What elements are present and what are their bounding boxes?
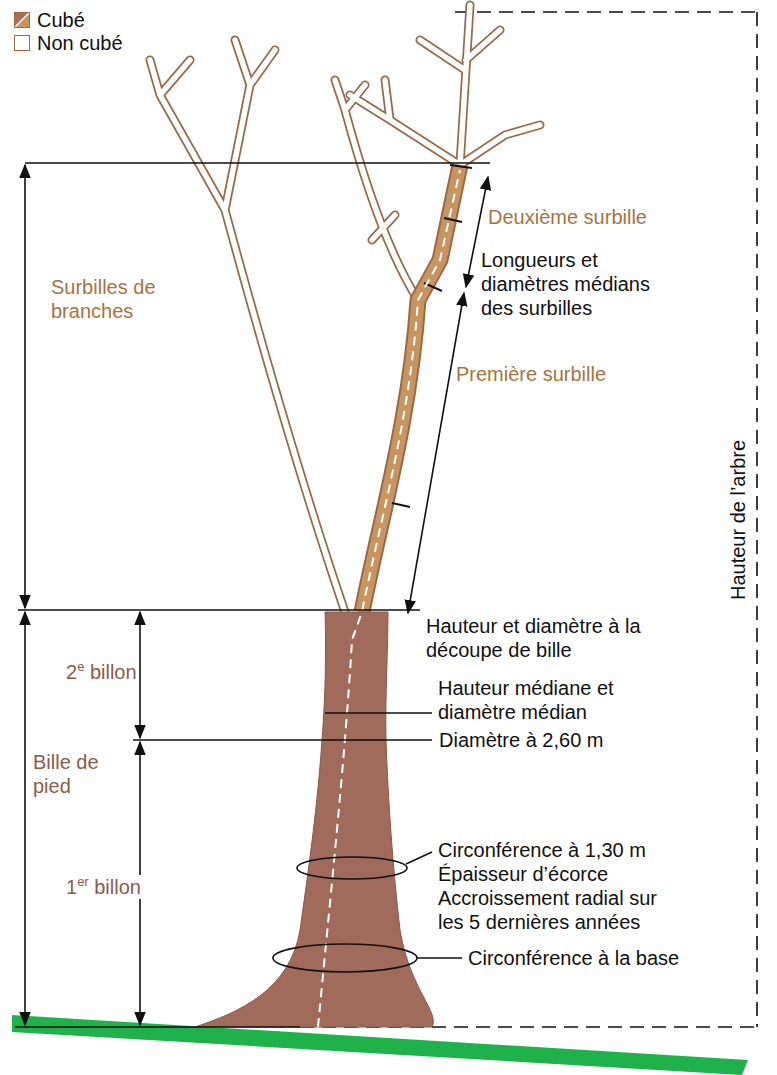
part-name: 1er billon xyxy=(65,875,142,899)
legend-swatch xyxy=(14,12,30,28)
dimension-label: Hauteur de l’arbre xyxy=(726,439,750,601)
surbille-ticks xyxy=(392,165,472,507)
measure-lines xyxy=(15,163,490,1027)
measure-label: Diamètre à 2,60 m xyxy=(438,728,605,752)
part-name: Bille de pied xyxy=(32,750,109,798)
legend-entry: Non cubé xyxy=(14,31,124,55)
part-name: Deuxième surbille xyxy=(487,205,648,229)
measure-label: Circonférence à 1,30 m xyxy=(437,838,647,862)
measure-label: Épaisseur d’écorce xyxy=(437,862,609,886)
legend-text: Non cubé xyxy=(36,31,124,55)
legend-swatch xyxy=(14,35,30,51)
legend-text: Cubé xyxy=(36,8,86,32)
trunk xyxy=(195,612,433,1027)
measure-label: Hauteur et diamètre à la découpe de bill… xyxy=(425,614,642,662)
swatch-shade xyxy=(14,12,30,28)
measure-label: Longueurs et diamètres médians des surbi… xyxy=(480,248,677,320)
legend-entry: Cubé xyxy=(14,8,86,32)
part-name: Première surbille xyxy=(455,362,607,386)
part-name: Surbilles de branches xyxy=(50,275,177,323)
part-name: 2e billon xyxy=(65,660,138,684)
measure-label: Circonférence à la base xyxy=(467,946,680,970)
measure-label: Accroissement radial sur les 5 dernières… xyxy=(437,886,684,934)
measure-label: Hauteur médiane et diamètre médian xyxy=(437,676,639,724)
